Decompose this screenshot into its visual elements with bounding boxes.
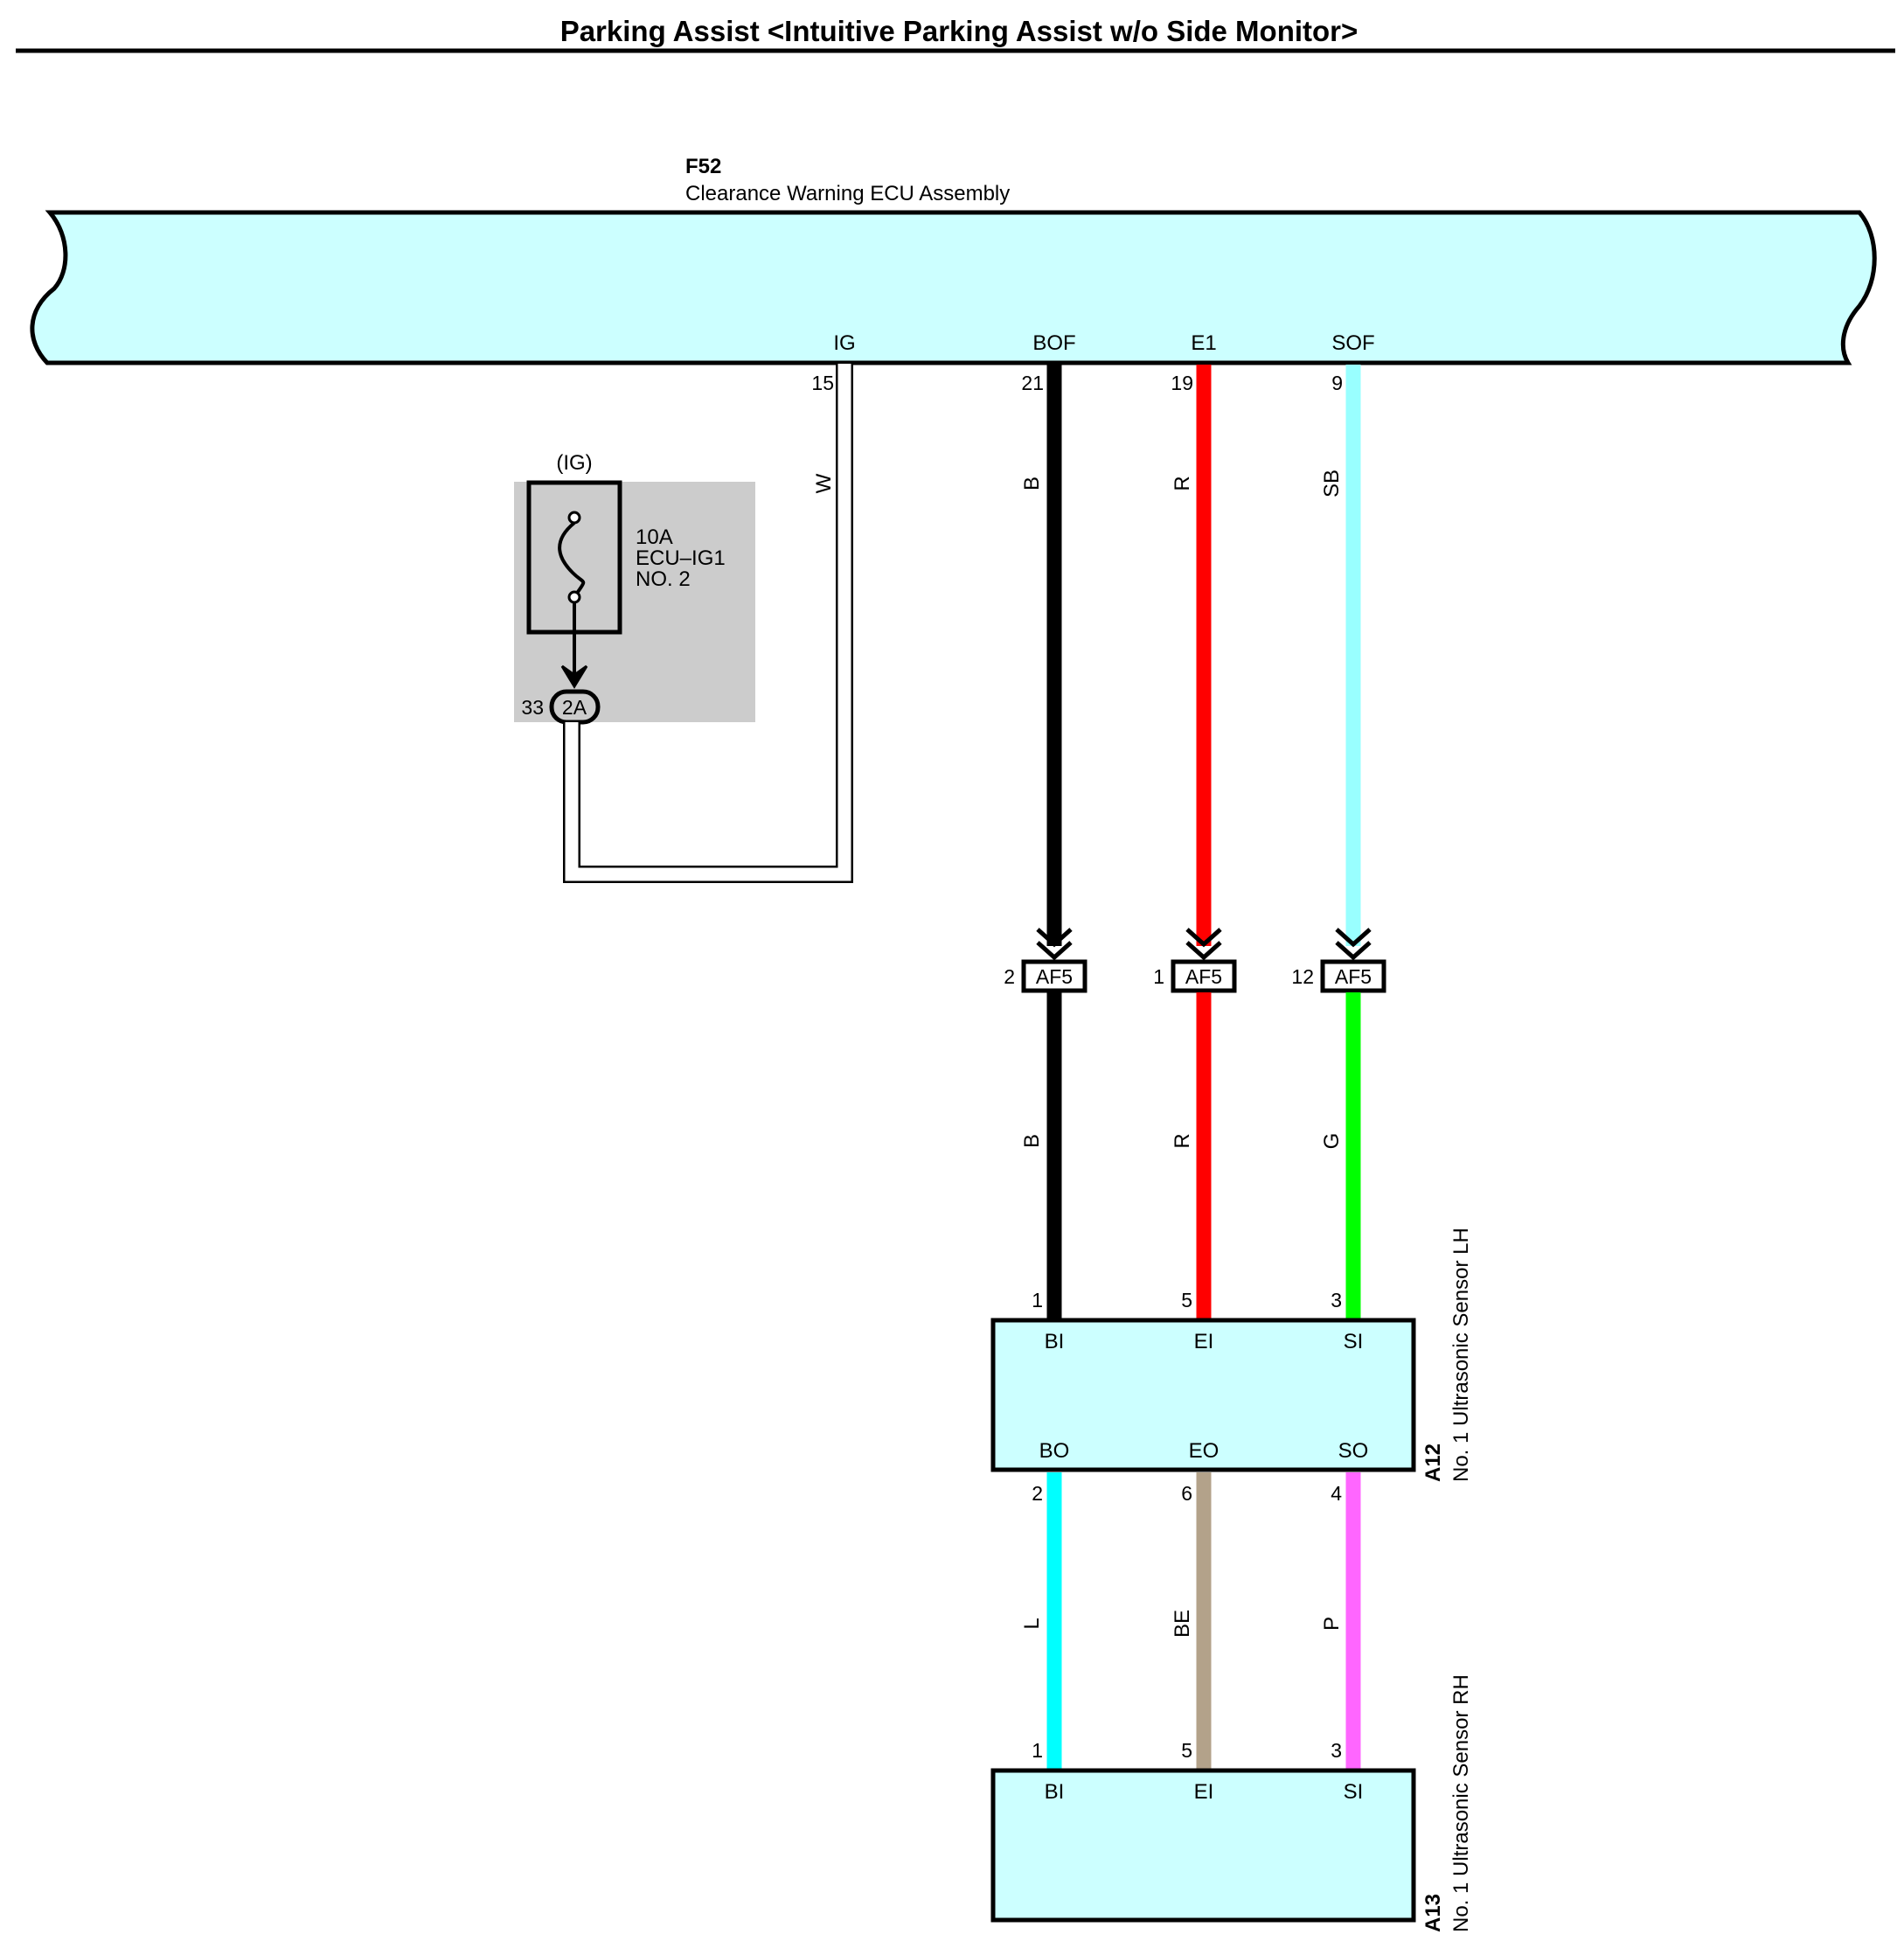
a12-pin-ei: 5 <box>1181 1289 1192 1311</box>
fuse-terminal-top <box>567 511 581 525</box>
fuse-terminal-bottom <box>567 590 581 604</box>
fuse-name: ECU–IG1 <box>636 546 726 570</box>
ecu-pin-sof: 9 <box>1331 372 1343 394</box>
af5-connector-r <box>1171 959 1237 993</box>
ecu-code: F52 <box>685 155 721 178</box>
ecu-assembly-box <box>30 210 1877 365</box>
ecu-terminal-sof: SOF <box>1331 331 1374 355</box>
a12-pin-bi: 1 <box>1032 1289 1043 1311</box>
wire-r-upper-label: R <box>1171 476 1194 490</box>
af5-pin-r: 1 <box>1153 965 1164 988</box>
a12-pin-eo: 6 <box>1181 1482 1192 1505</box>
wire-r-middle-label: R <box>1171 1133 1194 1148</box>
a12-terminal-ei: EI <box>1194 1330 1214 1353</box>
ecu-pin-bof: 21 <box>1021 372 1044 394</box>
af5-pin-sb: 12 <box>1291 965 1314 988</box>
ecu-terminal-e1: E1 <box>1191 331 1216 355</box>
wire-g-middle-label: G <box>1320 1133 1344 1150</box>
chevron-b-icon <box>1036 928 1073 961</box>
af5-connector-sb <box>1320 959 1386 993</box>
sensor-lh-name: No. 1 Ultrasonic Sensor LH <box>1449 1228 1473 1482</box>
a12-terminal-eo: EO <box>1189 1439 1220 1463</box>
fuse-connector-arrow-icon <box>560 664 588 689</box>
sensor-rh-box <box>990 1768 1416 1923</box>
wire-b-upper-label: B <box>1020 477 1044 490</box>
a12-pin-bo: 2 <box>1032 1482 1043 1505</box>
ecu-terminal-ig: IG <box>833 331 855 355</box>
fuse-connector-label: 2A <box>562 696 587 719</box>
ecu-pin-ig: 15 <box>811 372 834 394</box>
wire-b-middle-label-bg <box>1019 1124 1044 1158</box>
fuse-number: NO. 2 <box>636 567 691 591</box>
chevron-r-icon <box>1185 928 1222 961</box>
ecu-name: Clearance Warning ECU Assembly <box>685 182 1010 205</box>
ecu-pin-e1: 19 <box>1171 372 1193 394</box>
sensor-rh-name: No. 1 Ultrasonic Sensor RH <box>1449 1674 1473 1932</box>
af5-label-r: AF5 <box>1185 965 1222 988</box>
a12-terminal-bi: BI <box>1045 1330 1065 1353</box>
ecu-terminal-bof: BOF <box>1032 331 1075 355</box>
a12-terminal-bo: BO <box>1039 1439 1070 1463</box>
fuse-rating: 10A <box>636 525 673 549</box>
wire-w-fill <box>565 364 851 881</box>
a12-terminal-so: SO <box>1338 1439 1369 1463</box>
page-title: Parking Assist <Intuitive Parking Assist… <box>560 15 1359 47</box>
sensor-rh-code: A13 <box>1421 1894 1445 1932</box>
fuse-connector-pin: 33 <box>521 696 544 719</box>
a13-pin-si: 3 <box>1331 1739 1342 1762</box>
fuse-icon <box>558 521 586 599</box>
wire-b-upper-label-bg <box>1019 466 1044 501</box>
wire-w-label: W <box>812 473 836 493</box>
sensor-lh-box <box>990 1318 1416 1472</box>
a13-terminal-bi: BI <box>1045 1780 1065 1804</box>
af5-label-sb: AF5 <box>1335 965 1372 988</box>
a13-terminal-si: SI <box>1344 1780 1364 1804</box>
a12-pin-so: 4 <box>1331 1482 1342 1505</box>
a13-pin-ei: 5 <box>1181 1739 1192 1762</box>
af5-connector-b <box>1021 959 1088 993</box>
sensor-lh-code: A12 <box>1421 1444 1445 1482</box>
chevron-sb-icon <box>1335 928 1372 961</box>
a13-terminal-ei: EI <box>1194 1780 1214 1804</box>
wire-l-lower-label: L <box>1020 1618 1044 1629</box>
af5-label-b: AF5 <box>1036 965 1073 988</box>
a12-pin-si: 3 <box>1331 1289 1342 1311</box>
a13-pin-bi: 1 <box>1032 1739 1043 1762</box>
wire-sb-upper-label: SB <box>1320 470 1344 497</box>
wire-p-lower-label: P <box>1320 1617 1344 1631</box>
fuse-source-label: (IG) <box>556 451 592 475</box>
wire-be-lower-label: BE <box>1171 1610 1194 1638</box>
af5-pin-b: 2 <box>1004 965 1015 988</box>
a12-terminal-si: SI <box>1344 1330 1364 1353</box>
wire-b-middle-label: B <box>1020 1134 1044 1148</box>
